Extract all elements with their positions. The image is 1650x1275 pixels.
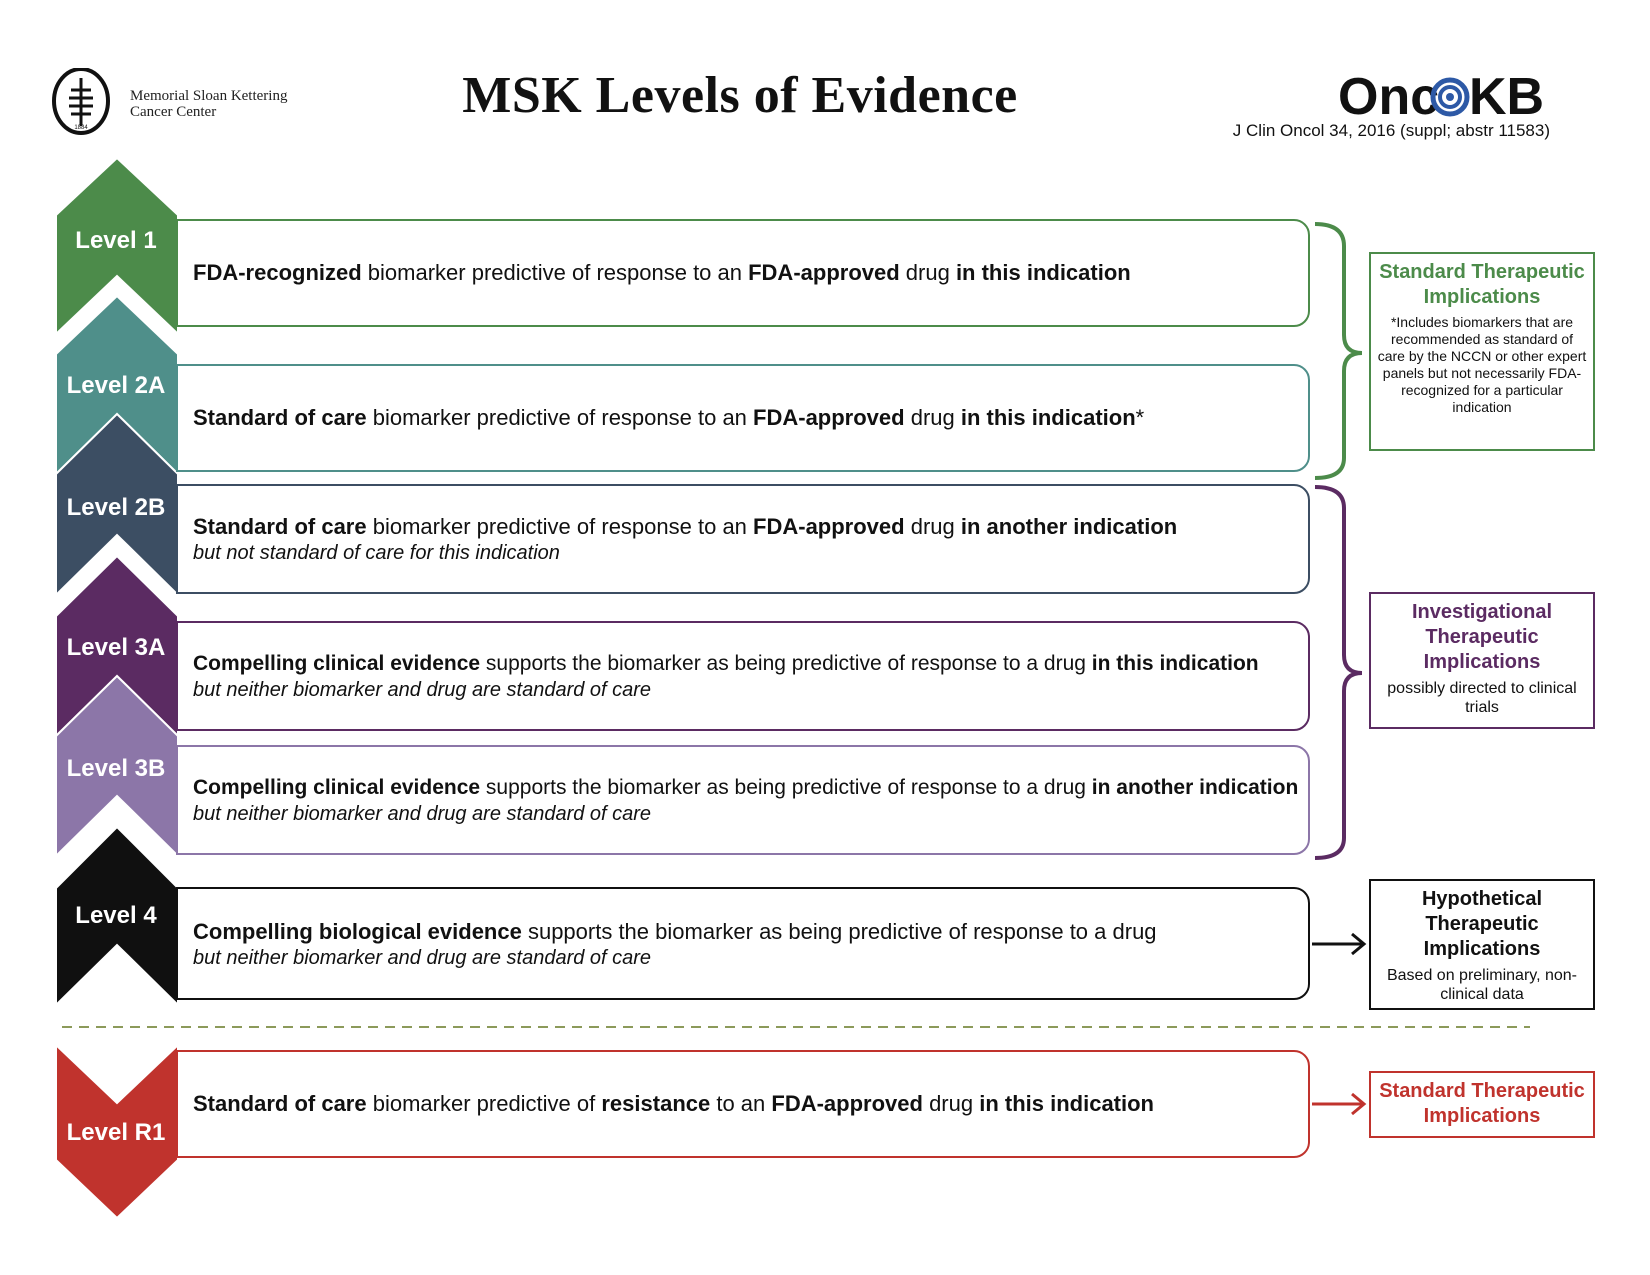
msk-name-line2: Cancer Center (130, 104, 217, 120)
oncokb-target-icon (1430, 77, 1470, 117)
category-standard-title: Standard Therapeutic Implications (1379, 261, 1585, 308)
tag-label-level-1: Level 1 (75, 227, 157, 254)
emphasis-text: in this indication (1091, 652, 1259, 675)
plain-text: drug (899, 260, 956, 285)
plain-text: supports the biomarker as being predicti… (480, 776, 1092, 799)
oncokb-left: Onc (1338, 68, 1439, 122)
emphasis-text: in this indication (960, 405, 1136, 430)
level-3b-box: Compelling clinical evidence supports th… (176, 745, 1310, 855)
msk-year: 1884 (74, 125, 88, 131)
arrow-resistance (1312, 1092, 1367, 1116)
emphasis-text: Compelling clinical evidence (193, 776, 481, 799)
plain-text: biomarker predictive of response to an (366, 405, 754, 430)
level-2a-text: Standard of care biomarker predictive of… (193, 404, 1308, 432)
plain-text: supports the biomarker as being predicti… (480, 652, 1092, 675)
emphasis-text: Standard of care (193, 1091, 367, 1116)
emphasis-text: Compelling clinical evidence (193, 652, 481, 675)
msk-name-line1: Memorial Sloan Kettering (130, 88, 288, 104)
category-hypothetical-title: Hypothetical Therapeutic Implications (1421, 888, 1543, 960)
level-4-text: Compelling biological evidence supports … (193, 918, 1308, 946)
category-standard: Standard Therapeutic Implications *Inclu… (1369, 252, 1595, 451)
plain-text: drug (904, 405, 961, 430)
emphasis-text: in this indication (955, 260, 1131, 285)
level-3b-subtext: but neither biomarker and drug are stand… (193, 803, 652, 825)
level-1-text: FDA-recognized biomarker predictive of r… (193, 259, 1308, 287)
plain-text: biomarker predictive of response to an (361, 260, 749, 285)
page-title: MSK Levels of Evidence (462, 67, 1018, 124)
category-standard-note: *Includes biomarkers that are recommende… (1377, 314, 1587, 415)
msk-logo: 1884 (52, 68, 110, 135)
bracket-standard (1314, 222, 1363, 480)
level-2b-box: Standard of care biomarker predictive of… (176, 484, 1310, 594)
citation: J Clin Oncol 34, 2016 (suppl; abstr 1158… (1232, 121, 1550, 140)
emphasis-text: FDA-recognized (193, 260, 362, 285)
emphasis-text: FDA-approved (748, 260, 900, 285)
category-hypothetical: Hypothetical Therapeutic Implications Ba… (1369, 879, 1595, 1010)
level-1-box: FDA-recognized biomarker predictive of r… (176, 219, 1310, 327)
emphasis-text: in this indication (979, 1091, 1154, 1116)
bracket-investigational (1314, 485, 1363, 860)
category-investigational: Investigational Therapeutic Implications… (1369, 592, 1595, 729)
category-hypothetical-note: Based on preliminary, non-clinical data (1386, 967, 1578, 1003)
emphasis-text: Standard of care (193, 514, 367, 539)
msk-name: Memorial Sloan Kettering Cancer Center (130, 88, 287, 120)
category-resistance: Standard Therapeutic Implications (1369, 1071, 1595, 1138)
category-investigational-note: possibly directed to clinical trials (1387, 680, 1577, 716)
plain-text: to an (710, 1091, 772, 1116)
tag-label-level-r1: Level R1 (66, 1119, 166, 1146)
emphasis-text: FDA-approved (753, 514, 905, 539)
level-3a-subtext: but neither biomarker and drug are stand… (193, 679, 652, 701)
plain-text: drug (922, 1091, 980, 1116)
emphasis-text: FDA-approved (753, 405, 905, 430)
plain-text: drug (904, 514, 961, 539)
emphasis-text: in another indication (960, 514, 1178, 539)
oncokb-logo: Onc KB (1338, 68, 1544, 122)
level-r1-box: Standard of care biomarker predictive of… (176, 1050, 1310, 1158)
emphasis-text: FDA-approved (771, 1091, 923, 1116)
arrow-hypothetical (1312, 932, 1367, 956)
category-resistance-title: Standard Therapeutic Implications (1379, 1080, 1585, 1127)
plain-text: biomarker predictive of response to an (366, 514, 754, 539)
oncokb-right: KB (1469, 68, 1544, 122)
level-3a-box: Compelling clinical evidence supports th… (176, 621, 1310, 731)
tag-label-level-2a: Level 2A (66, 372, 166, 399)
plain-text: supports the biomarker as being predicti… (521, 918, 1157, 944)
tag-label-level-3a: Level 3A (66, 634, 166, 661)
emphasis-text: Standard of care (193, 405, 367, 430)
category-investigational-title: Investigational Therapeutic Implications (1411, 601, 1553, 673)
level-3b-text: Compelling clinical evidence supports th… (193, 774, 1308, 802)
emphasis-text: in another indication (1091, 776, 1299, 799)
level-2a-box: Standard of care biomarker predictive of… (176, 364, 1310, 472)
tag-label-level-4: Level 4 (75, 902, 157, 929)
level-4-subtext: but neither biomarker and drug are stand… (193, 946, 652, 969)
level-r1-text: Standard of care biomarker predictive of… (193, 1090, 1308, 1118)
level-3a-text: Compelling clinical evidence supports th… (193, 650, 1308, 678)
plain-text: biomarker predictive of (366, 1091, 602, 1116)
tag-label-level-3b: Level 3B (66, 755, 166, 782)
emphasis-text: Compelling biological evidence (193, 918, 522, 944)
level-4-box: Compelling biological evidence supports … (176, 887, 1310, 1000)
tag-label-level-2b: Level 2B (66, 494, 166, 521)
plain-text: * (1135, 405, 1145, 430)
emphasis-text: resistance (601, 1091, 711, 1116)
level-2b-text: Standard of care biomarker predictive of… (193, 513, 1308, 541)
level-2b-subtext: but not standard of care for this indica… (193, 542, 560, 564)
